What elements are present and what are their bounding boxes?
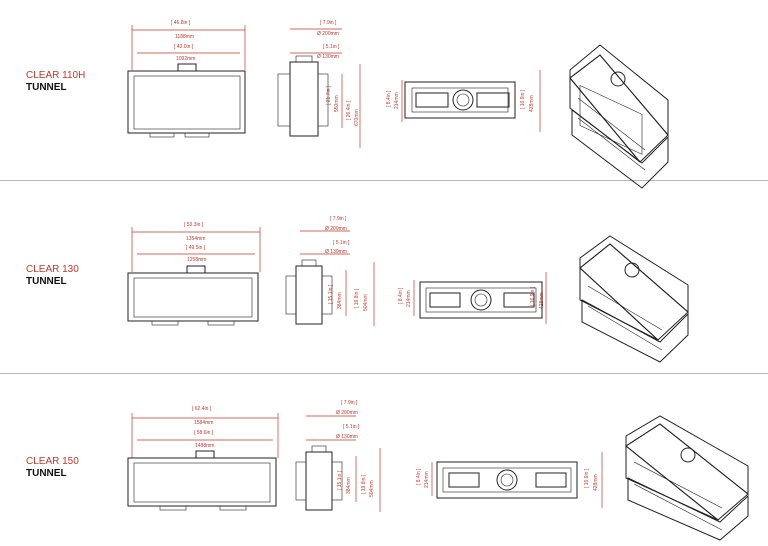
front-glass-in: [ 49.5in ] [186, 245, 206, 251]
front-view: [ 62.4in ] 1584mm [ 58.6in ] 1488mm [127, 406, 279, 511]
top-depth-in: [ 8.4in ] [416, 468, 422, 485]
model-label: CLEAR 150 TUNNEL [26, 456, 79, 480]
model-label: CLEAR 110H TUNNEL [26, 70, 85, 94]
perspective-view [569, 44, 669, 189]
top-width-in: [ 16.9in ] [530, 286, 536, 306]
side-view: [ 7.9in ] Ø 200mm [ 5.1in ] Ø 130mm [ 21… [277, 20, 361, 148]
side-view: [ 7.9in ] Ø 200mm [ 5.1in ] Ø 130mm [ 15… [285, 216, 375, 326]
separator-2 [0, 373, 768, 374]
top-width-mm: 428mm [529, 95, 535, 112]
model-name: CLEAR 130 [26, 264, 79, 275]
front-glass-mm: 1488mm [195, 443, 214, 449]
front-overall-in: [ 53.3in ] [184, 222, 204, 228]
side-flue-inner-mm: Ø 130mm [325, 249, 347, 255]
model-label: CLEAR 130 TUNNEL [26, 264, 79, 288]
perspective-view [579, 235, 689, 363]
front-glass-in: [ 43.0in ] [174, 44, 194, 50]
side-h2-mm: 670mm [354, 109, 360, 126]
side-h1-in: [ 15.1in ] [328, 284, 334, 304]
model-name: CLEAR 110H [26, 70, 86, 81]
side-h1-in: [ 15.1in ] [337, 470, 343, 490]
side-h1-mm: 384mm [346, 477, 352, 494]
side-flue-outer-in: [ 7.9in ] [320, 20, 337, 26]
top-view: [ 8.4in ] 214mm [ 16.9in ] 428mm [398, 272, 547, 324]
front-view: [ 46.8in ] 1188mm [ 43.0in ] 1092mm [127, 20, 246, 138]
side-flue-outer-in: [ 7.9in ] [330, 216, 347, 222]
side-h2-mm: 504mm [369, 480, 375, 497]
side-h2-in: [ 19.8in ] [361, 474, 367, 494]
top-depth-mm: 214mm [424, 471, 430, 488]
top-depth-mm: 214mm [406, 290, 412, 307]
side-flue-inner-mm: Ø 130mm [317, 54, 339, 60]
side-h1-mm: 384mm [337, 292, 343, 309]
side-flue-outer-mm: Ø 200mm [317, 31, 339, 37]
front-overall-mm: 1188mm [175, 34, 194, 40]
side-flue-inner-in: [ 5.1in ] [343, 424, 360, 430]
model-type: TUNNEL [26, 276, 67, 287]
side-h2-in: [ 26.4in ] [346, 100, 352, 120]
side-flue-outer-mm: Ø 200mm [325, 226, 347, 232]
top-depth-mm: 214mm [394, 92, 400, 109]
model-type: TUNNEL [26, 82, 67, 93]
model-type: TUNNEL [26, 468, 67, 479]
front-overall-mm: 1354mm [186, 236, 205, 242]
front-overall-mm: 1584mm [194, 420, 213, 426]
top-depth-in: [ 8.4in ] [398, 287, 404, 304]
side-h1-in: [ 21.7in ] [326, 85, 332, 105]
side-h2-mm: 504mm [363, 294, 369, 311]
model-name: CLEAR 150 [26, 456, 79, 467]
side-view: [ 7.9in ] Ø 200mm [ 5.1in ] Ø 130mm [ 15… [295, 400, 381, 512]
side-h1-mm: 550mm [334, 95, 340, 112]
top-width-in: [ 16.9in ] [584, 468, 590, 488]
side-flue-inner-in: [ 5.1in ] [323, 44, 340, 50]
side-h2-in: [ 19.8in ] [354, 288, 360, 308]
top-view: [ 8.4in ] 214mm [ 16.9in ] 428mm [416, 452, 603, 508]
front-view: [ 53.3in ] 1354mm [ 49.5in ] 1258mm [127, 222, 261, 326]
front-glass-mm: 1258mm [187, 257, 206, 263]
front-glass-in: [ 58.6in ] [194, 430, 214, 436]
top-width-in: [ 16.9in ] [520, 89, 526, 109]
side-flue-outer-mm: Ø 200mm [336, 410, 358, 416]
perspective-view [625, 415, 749, 541]
top-view: [ 8.4in ] 214mm [ 16.9in ] 428mm [386, 70, 541, 132]
front-overall-in: [ 62.4in ] [192, 406, 212, 412]
separator-1 [0, 180, 768, 181]
side-flue-inner-mm: Ø 130mm [336, 434, 358, 440]
top-depth-in: [ 8.4in ] [386, 90, 392, 107]
top-width-mm: 428mm [593, 474, 599, 491]
front-glass-mm: 1092mm [176, 56, 195, 62]
front-overall-in: [ 46.8in ] [171, 20, 191, 26]
side-flue-inner-in: [ 5.1in ] [333, 240, 350, 246]
side-flue-outer-in: [ 7.9in ] [341, 400, 358, 406]
